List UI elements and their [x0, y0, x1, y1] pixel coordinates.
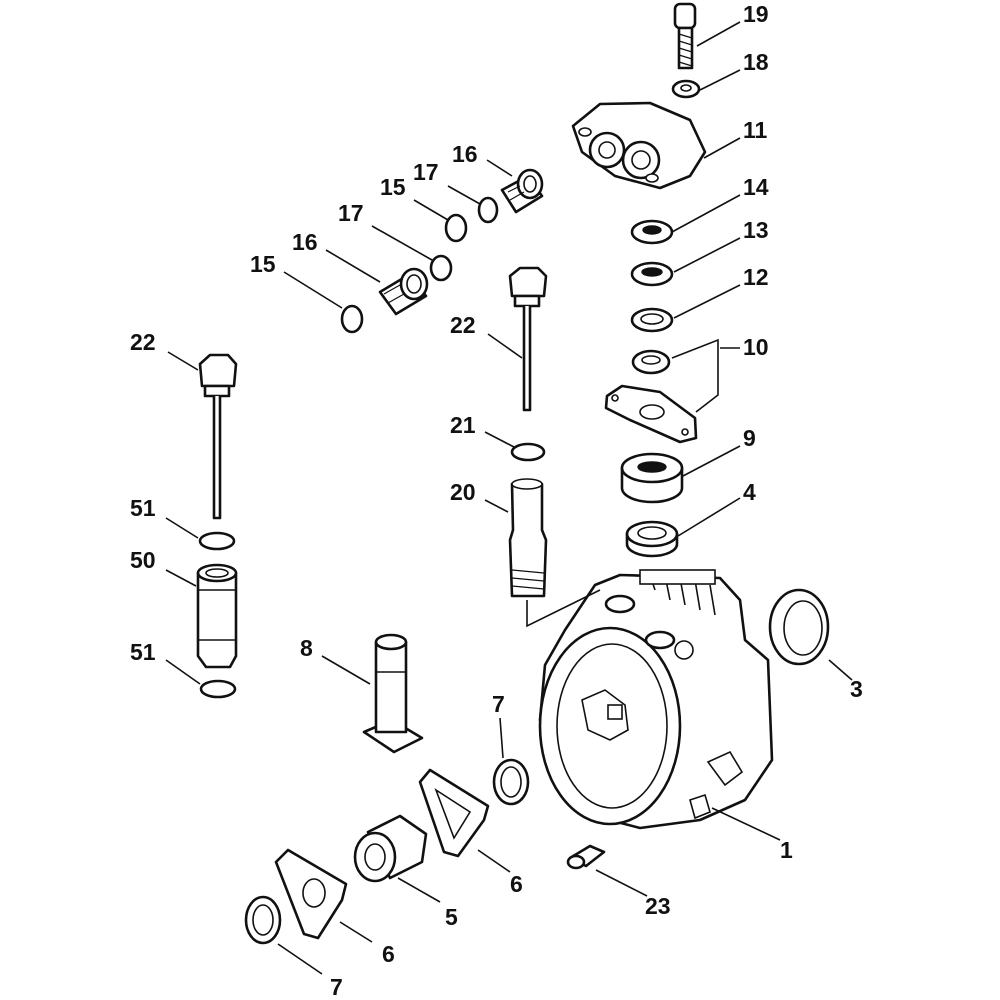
label-19: 19: [743, 1, 769, 27]
label-51-a: 51: [130, 495, 156, 521]
part-7-snap-ring-b: [244, 895, 282, 945]
label-22-center: 22: [450, 312, 476, 338]
label-1: 1: [780, 837, 793, 863]
label-15-a: 15: [380, 174, 406, 200]
part-6-plate-b: [274, 848, 348, 940]
label-17-a: 17: [413, 159, 439, 185]
label-7-b: 7: [330, 974, 343, 1000]
label-8: 8: [300, 635, 313, 661]
part-10-retainer: [604, 349, 698, 444]
part-17-oring-b: [429, 254, 453, 282]
part-16-valve-a: [500, 168, 544, 214]
label-17-b: 17: [338, 200, 364, 226]
label-13: 13: [743, 217, 769, 243]
part-16-valve-b: [378, 267, 429, 316]
part-17-oring-a: [477, 196, 499, 224]
part-6-plate-a: [418, 768, 490, 858]
label-16-a: 16: [452, 141, 478, 167]
part-51-oring-b: [199, 679, 237, 699]
label-4: 4: [743, 479, 756, 505]
part-4-seal: [625, 520, 679, 558]
part-21-oring: [510, 442, 546, 462]
part-15-oring-a: [444, 213, 468, 243]
part-15-oring-b: [340, 304, 364, 334]
label-11: 11: [743, 117, 768, 143]
label-15-b: 15: [250, 251, 276, 277]
label-7-a: 7: [492, 691, 505, 717]
part-8-plunger: [362, 633, 424, 754]
label-6-b: 6: [382, 941, 395, 967]
part-18-washer: [671, 79, 701, 99]
part-9-spacer: [620, 452, 684, 504]
label-21: 21: [450, 412, 476, 438]
part-11-valve-cover: [571, 101, 707, 190]
label-9: 9: [743, 425, 756, 451]
part-22-valve-stem-a: [508, 266, 548, 412]
part-20-fitting: [508, 478, 601, 628]
part-51-oring-a: [198, 531, 236, 551]
label-23: 23: [645, 893, 671, 919]
label-18: 18: [743, 49, 769, 75]
part-23-screw: [566, 844, 606, 870]
label-20: 20: [450, 479, 476, 505]
part-13-ring: [630, 261, 674, 287]
part-1-housing: [538, 569, 774, 830]
label-50: 50: [130, 547, 156, 573]
label-22-left: 22: [130, 329, 156, 355]
part-19-bolt: [673, 2, 697, 70]
label-51-b: 51: [130, 639, 156, 665]
part-12-ring: [630, 307, 674, 333]
label-10: 10: [743, 334, 769, 360]
label-16-b: 16: [292, 229, 318, 255]
part-5-sleeve: [353, 814, 428, 883]
label-14: 14: [743, 174, 769, 200]
part-7-snap-ring-a: [492, 758, 530, 806]
leader-lines: [165, 21, 853, 975]
part-3-oil-seal: [768, 588, 830, 666]
label-12: 12: [743, 264, 769, 290]
label-3: 3: [850, 676, 863, 702]
part-14-seat: [630, 219, 674, 245]
part-number-labels: 19 18 11 14 13 12 10 9 4 3 1 23 16 17 15…: [130, 1, 863, 1000]
label-5: 5: [445, 904, 458, 930]
label-6-a: 6: [510, 871, 523, 897]
part-22-valve-stem-b: [198, 353, 238, 520]
part-50-cylinder: [196, 563, 238, 669]
